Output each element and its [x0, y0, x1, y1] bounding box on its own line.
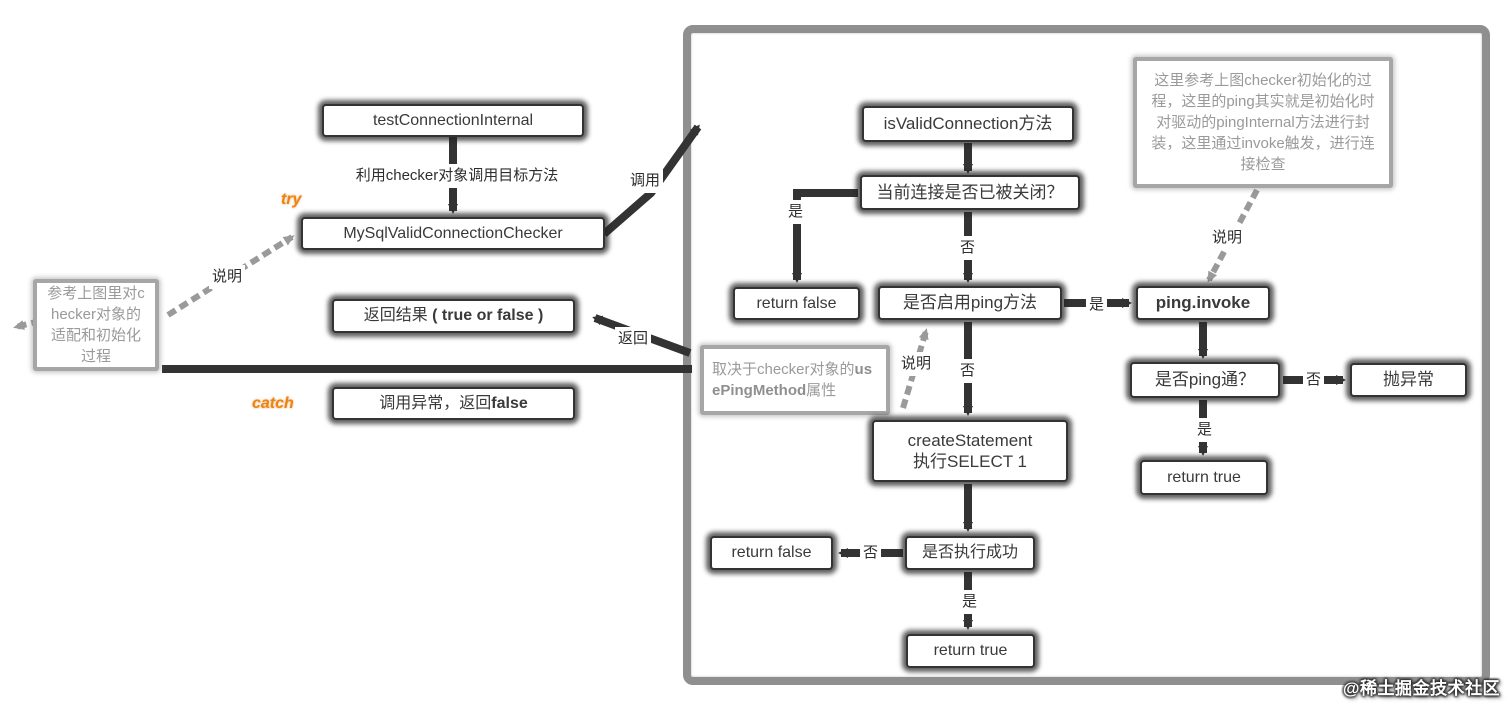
node-return-result: 返回结果 ( true or false )	[332, 299, 575, 333]
label-yes-exec: 是	[959, 590, 981, 614]
node-mysql-valid-connection-checker: MySqlValidConnectionChecker	[301, 217, 605, 250]
node-ping-enabled-question: 是否启用ping方法	[878, 286, 1062, 320]
node-create-statement: createStatement 执行SELECT 1	[872, 420, 1068, 482]
label-catch: catch	[252, 395, 294, 412]
watermark: @稀土掘金技术社区	[1342, 679, 1500, 698]
node-throw-exception: 抛异常	[1350, 363, 1467, 397]
note-checker-adapter-init: 参考上图里对checker对象的适配和初始化过程	[33, 279, 159, 371]
node-exec-success-question: 是否执行成功	[905, 536, 1035, 570]
node-return-true-bottom: return true	[906, 634, 1035, 668]
label-explain-left: 说明	[209, 265, 246, 289]
node-return-false-bottom: return false	[710, 536, 833, 570]
label-call: 调用	[627, 169, 664, 193]
label-yes-ping-ok: 是	[1194, 418, 1216, 442]
node-return-true-right: return true	[1140, 460, 1268, 495]
label-return: 返回	[615, 327, 652, 351]
node-ping-ok-question: 是否ping通？	[1130, 362, 1280, 398]
label-no-exec: 否	[860, 541, 882, 565]
label-try: try	[281, 191, 302, 208]
node-connection-closed-question: 当前连接是否已被关闭？	[860, 175, 1080, 210]
label-no-ping-enabled: 否	[957, 359, 979, 383]
node-test-connection-internal: testConnectionInternal	[322, 104, 584, 137]
label-explain-useping: 说明	[898, 352, 935, 376]
label-explain-ping: 说明	[1209, 226, 1246, 250]
label-no-ping-ok: 否	[1303, 368, 1325, 392]
node-return-false-top: return false	[733, 287, 860, 320]
node-isvalidconnection: isValidConnection方法	[862, 106, 1074, 142]
label-yes-ping-enabled: 是	[1086, 293, 1108, 317]
note-ping-internal: 这里参考上图checker初始化的过程，这里的ping其实就是初始化时对驱动的p…	[1133, 57, 1393, 188]
label-yes-closed: 是	[785, 200, 807, 224]
note-useping-method: 取决于checker对象的usePingMethod属性	[700, 345, 890, 415]
label-use-checker-hint: 利用checker对象调用目标方法	[336, 164, 578, 188]
label-no-closed: 否	[957, 236, 979, 260]
node-call-exception: 调用异常，返回false	[332, 387, 575, 420]
node-ping-invoke: ping.invoke	[1136, 286, 1270, 320]
